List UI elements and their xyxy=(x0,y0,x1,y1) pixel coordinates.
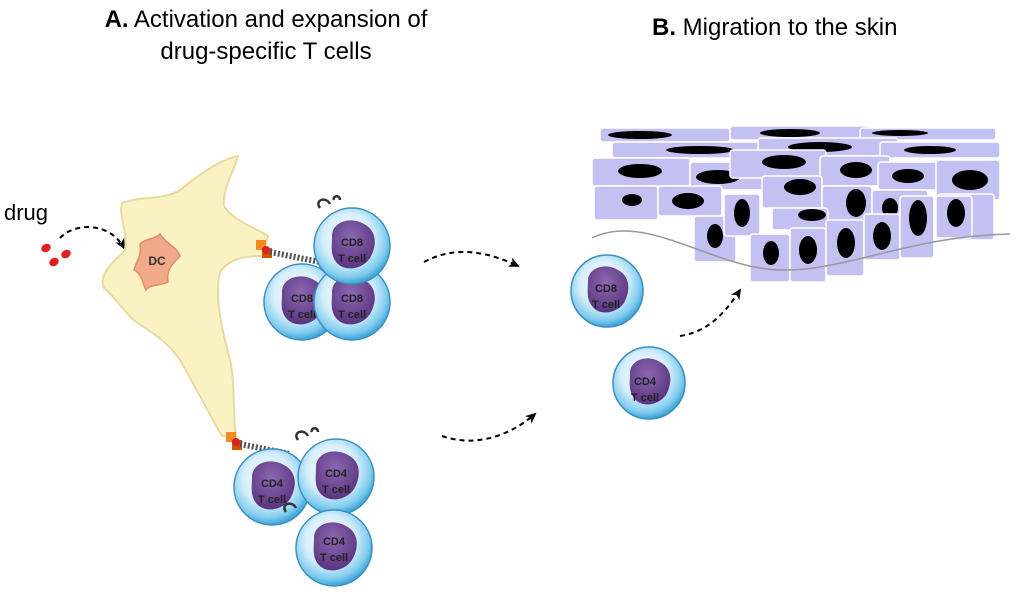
panel-b-text: Migration to the skin xyxy=(682,14,898,41)
skin-epidermis xyxy=(591,125,1011,283)
panel-a-letter: A. xyxy=(104,6,129,33)
tcr-receptor-icon xyxy=(283,502,298,513)
drug-label: drug xyxy=(4,200,49,225)
panel-a-line1: Activation and expansion of xyxy=(133,6,428,33)
migration-arrow-cd4 xyxy=(441,412,537,442)
keratinocyte-nucleus xyxy=(734,199,750,227)
keratinocyte-nucleus xyxy=(904,146,956,154)
migration-arrow-cd8 xyxy=(423,250,520,267)
tcell-label: T cell xyxy=(338,309,366,321)
cd8-tcell: CD8 T cell xyxy=(313,195,391,285)
keratinocyte-nucleus xyxy=(947,199,965,227)
tcell-label: T cell xyxy=(322,484,350,496)
keratinocyte-nucleus xyxy=(873,222,891,250)
tcell-label: T cell xyxy=(258,494,286,506)
tcell-label: T cell xyxy=(338,253,366,265)
tcr-receptor-icon xyxy=(317,195,342,209)
keratinocyte-nucleus xyxy=(622,194,642,206)
dendritic-cell: DC xyxy=(101,154,270,437)
tcell-label: T cell xyxy=(631,392,659,404)
panel-b-letter: B. xyxy=(652,14,676,41)
cd4-label: CD4 xyxy=(261,478,284,490)
keratinocyte-nucleus xyxy=(892,169,924,183)
cd4-label: CD4 xyxy=(325,468,348,480)
cd4-tcell: CD4 T cell xyxy=(295,427,375,516)
keratinocyte-nucleus xyxy=(666,146,734,154)
cd4-tcell: CD4 T cell xyxy=(233,448,311,526)
keratinocyte-nucleus xyxy=(762,155,806,169)
cd4-label: CD4 xyxy=(634,376,657,388)
keratinocyte-nucleus xyxy=(760,129,820,137)
tcell-label: T cell xyxy=(592,299,620,311)
cd8-label: CD8 xyxy=(595,283,617,295)
skin-entry-arrow xyxy=(679,288,742,337)
keratinocyte-nucleus xyxy=(763,241,779,265)
cd8-label: CD8 xyxy=(341,293,363,305)
keratinocyte-nucleus xyxy=(707,224,723,248)
cd4-label: CD4 xyxy=(323,536,346,548)
keratinocyte-nucleus xyxy=(872,130,928,136)
keratinocyte-nucleus xyxy=(840,162,872,178)
keratinocyte-nucleus xyxy=(837,228,855,258)
keratinocyte-nucleus xyxy=(696,170,740,184)
panel-a-line2: drug-specific T cells xyxy=(160,38,372,65)
tcr-complex-cd8 xyxy=(256,240,321,265)
dc-label: DC xyxy=(148,254,166,268)
keratinocyte-nucleus xyxy=(909,200,927,236)
panel-a-title: A. Activation and expansion of drug-spec… xyxy=(86,4,446,68)
keratinocyte-nucleus xyxy=(672,193,704,209)
cd4-tcell: CD4 T cell xyxy=(283,502,373,587)
cd8-label: CD8 xyxy=(341,237,363,249)
keratinocyte-nucleus xyxy=(799,236,817,264)
keratinocyte-nucleus xyxy=(846,189,866,217)
keratinocyte-nucleus xyxy=(882,198,898,218)
basement-membrane xyxy=(591,230,1011,271)
keratinocyte-nucleus xyxy=(608,131,672,139)
panel-b-title: B. Migration to the skin xyxy=(652,12,897,44)
cd8-tcell-migrating: CD8 T cell xyxy=(570,254,644,328)
tcell-label: T cell xyxy=(320,552,348,564)
keratinocyte-nucleus xyxy=(784,179,816,195)
keratinocyte-nucleus xyxy=(618,164,662,178)
tcr-receptor-icon xyxy=(295,427,320,441)
keratinocyte-nucleus xyxy=(798,209,826,221)
dc-nucleus xyxy=(133,232,181,292)
tcell-label: T cell xyxy=(288,309,316,321)
drug-molecules xyxy=(41,243,71,267)
drug-uptake-arrow xyxy=(59,226,125,250)
cd8-label: CD8 xyxy=(291,293,313,305)
cd4-tcell-migrating: CD4 T cell xyxy=(612,346,686,420)
keratinocyte-nucleus xyxy=(952,170,988,190)
